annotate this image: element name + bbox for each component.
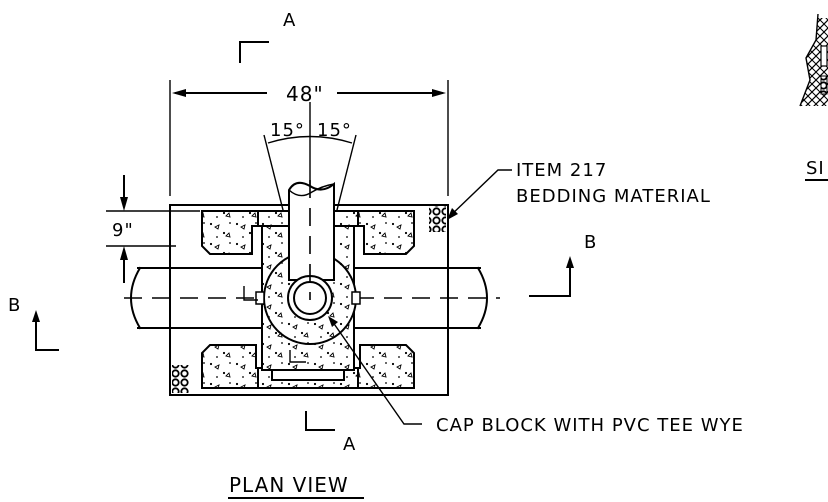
bedding-material-leader: ITEM 217 BEDDING MATERIAL <box>447 160 711 220</box>
width-dimension: 48" <box>169 80 449 196</box>
thrust-block-bottom-left <box>201 344 259 389</box>
thrust-block-top-right <box>357 210 415 255</box>
item-217-label: ITEM 217 <box>516 160 607 181</box>
section-b-right-label: B <box>584 232 597 253</box>
section-a-top-label: A <box>283 10 296 31</box>
section-b-left-label: B <box>8 295 21 316</box>
bedding-material-label: BEDDING MATERIAL <box>516 186 711 207</box>
cap-block-leader: CAP BLOCK WITH PVC TEE WYE <box>328 316 744 436</box>
plan-view-title: PLAN VIEW <box>229 473 349 497</box>
section-cut-label: SI <box>806 158 825 179</box>
main-pipe <box>124 266 500 330</box>
section-marker-a-top: A <box>239 10 296 63</box>
thrust-block-top-left <box>201 210 259 255</box>
cap-block-label: CAP BLOCK WITH PVC TEE WYE <box>436 415 744 436</box>
partial-section-view: SI <box>799 13 828 181</box>
bedding-gravel-bottom-left <box>172 365 189 393</box>
section-a-bottom-label: A <box>343 434 356 455</box>
thrust-block-bottom-right <box>357 344 415 389</box>
angle-left-label: 15° <box>270 120 305 141</box>
view-title: PLAN VIEW <box>228 473 364 499</box>
section-marker-b-left: B <box>8 295 59 351</box>
bedding-gravel-top-right <box>429 206 446 232</box>
section-marker-a-bottom: A <box>305 411 356 455</box>
depth-dimension: 9" <box>106 175 200 283</box>
width-dim-label: 48" <box>286 82 324 106</box>
angle-right-label: 15° <box>317 120 352 141</box>
section-marker-b-right: B <box>529 232 597 297</box>
riser-pipe <box>287 180 335 321</box>
depth-dim-label: 9" <box>112 220 134 241</box>
